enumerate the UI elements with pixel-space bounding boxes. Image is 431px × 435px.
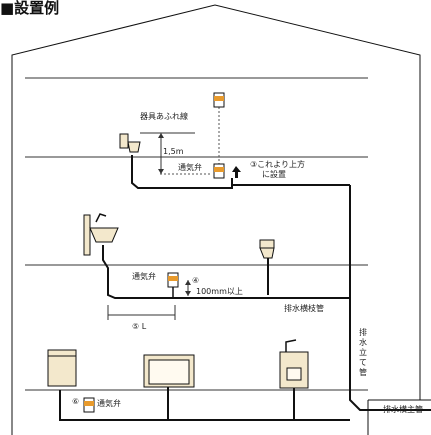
vent-valve-top-icon [213,92,225,108]
label-vertical-pipe: 排水立て管 [359,328,367,377]
building-outline [11,4,421,435]
vent-valve-floor3-icon [167,272,179,288]
label-length: ⑤ L [132,322,147,331]
label-vent-valve-floor3: 通気弁 [132,272,156,281]
toilet-floor2-icon [119,133,141,153]
label-note-6: ⑥ [72,397,80,406]
label-vent-valve-floor2: 通気弁 [178,163,202,172]
wash-basin-icon [83,213,119,256]
vent-valve-floor2-icon [213,163,225,179]
label-vent-valve-floor4: 通気弁 [97,399,121,408]
floor2-drain-pipe [131,155,233,189]
bathtub-icon [143,354,195,388]
label-height: 1,5m [163,147,184,156]
floor3-drain-pipe [102,245,350,299]
height-arrow-head-bottom [158,169,164,174]
washing-machine-icon [47,349,77,387]
height-arrow-head-top [158,133,164,138]
vent-valve-floor4-icon [83,397,95,413]
toilet-floor3-icon [259,239,275,259]
label-main-pipe: 排水横主管 [383,405,423,414]
label-branch-pipe: 排水横枝管 [284,304,324,313]
label-fixture-overflow: 器具あふれ線 [140,112,188,121]
vertical-stack-pipe [349,185,431,411]
dist-arrow-bottom [185,291,191,296]
label-100mm: 100mm以上 [196,287,243,296]
page-title: ■設置例 [0,0,60,17]
label-note-3: ③これより上方 [250,160,306,169]
floor4-drain-pipe [59,390,350,421]
label-note-4: ④ [192,276,200,285]
dist-arrow-top [185,280,191,285]
up-arrow-icon [232,166,241,178]
kitchen-sink-icon [279,339,309,389]
label-note-3b: に設置 [262,170,286,179]
